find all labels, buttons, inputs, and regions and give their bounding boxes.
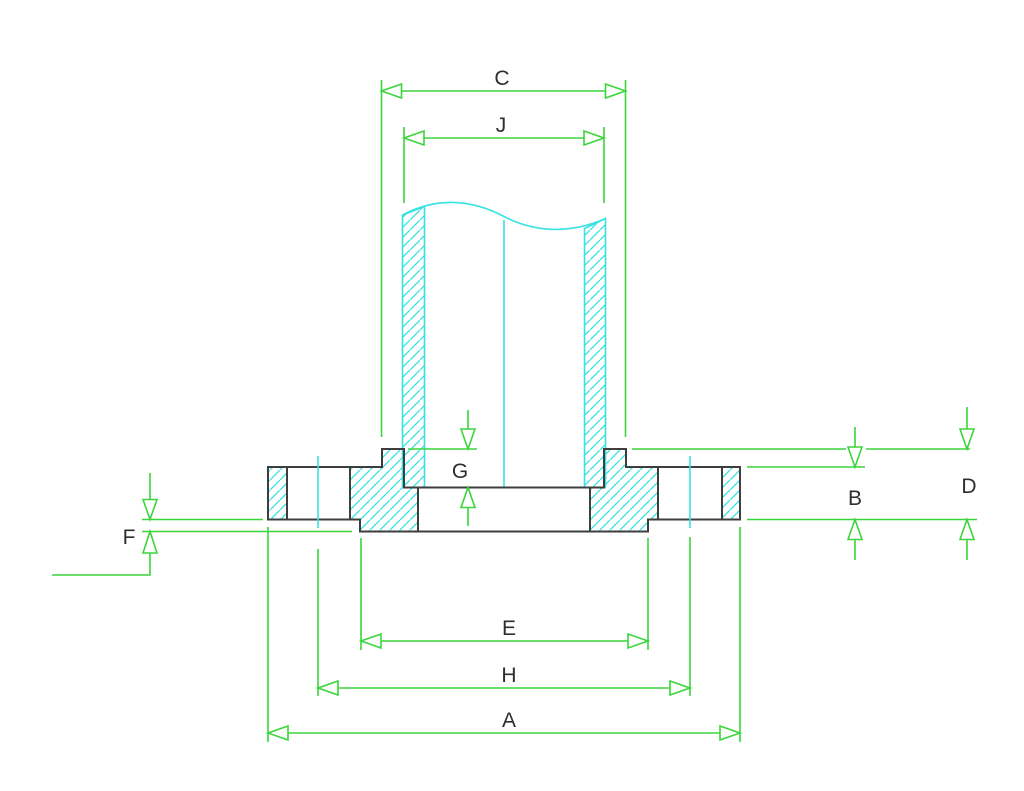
- dim-h-arrow-left: [315, 679, 339, 697]
- dimension-H: H: [315, 537, 693, 697]
- hub-step-left: [381, 448, 405, 468]
- centerlines: [317, 456, 691, 528]
- dimension-E: E: [358, 538, 651, 650]
- dim-c-arrow-left: [379, 82, 403, 100]
- dim-j-arrow-left: [401, 129, 425, 147]
- pipe-wall-right-hatch: [583, 217, 607, 489]
- dim-g-arrow-down: [459, 428, 477, 452]
- dim-a-label: A: [502, 709, 516, 732]
- dim-g-label: G: [452, 460, 468, 483]
- dim-g-arrow-up: [459, 485, 477, 509]
- dim-d-label: D: [961, 475, 976, 498]
- dim-h-label: H: [501, 664, 516, 687]
- dimension-F: F: [52, 473, 352, 576]
- flange-hatch-left-ring: [268, 467, 287, 520]
- dimension-D: D: [632, 407, 977, 560]
- dim-e-arrow-left: [358, 632, 382, 650]
- dimension-C: C: [379, 67, 628, 437]
- pipe-break-line: [402, 201, 606, 231]
- dim-c-arrow-right: [604, 82, 628, 100]
- pipe-wall-left-hatch: [401, 205, 426, 489]
- dim-a-arrow-right: [719, 724, 743, 742]
- dimensions: C J G B: [52, 67, 977, 742]
- bolt-hole-left-walls: [286, 466, 351, 521]
- bolt-hole-right-walls: [657, 466, 723, 521]
- dim-b-arrow-up: [846, 517, 864, 541]
- flange-bottom-left: [267, 518, 361, 533]
- dim-a-arrow-left: [265, 724, 289, 742]
- dim-h-arrow-right: [669, 679, 693, 697]
- dim-f-leader: [52, 553, 151, 576]
- dim-e-label: E: [502, 617, 516, 640]
- hub-step-right: [603, 448, 627, 468]
- pipe-section: [401, 201, 607, 489]
- flange-bottom-right: [647, 518, 741, 533]
- dimension-J: J: [401, 114, 607, 203]
- dim-f-arrow-up: [141, 528, 159, 554]
- dimension-B: B: [747, 427, 977, 560]
- dim-e-arrow-right: [627, 632, 651, 650]
- dim-c-label: C: [494, 67, 509, 90]
- dim-d-arrow-down: [958, 428, 976, 452]
- dim-f-arrow-down: [141, 498, 159, 522]
- dim-j-label: J: [496, 114, 507, 137]
- dimension-A: A: [265, 527, 743, 742]
- dimension-G: G: [408, 410, 477, 526]
- flange-hatch-left-body: [350, 449, 418, 532]
- flange-hatch-right-body: [590, 449, 658, 532]
- dim-b-arrow-down: [846, 446, 864, 470]
- flange-hatch-right-ring: [722, 467, 740, 520]
- dim-f-label: F: [123, 526, 136, 549]
- dim-b-label: B: [848, 487, 862, 510]
- dim-j-arrow-right: [583, 129, 607, 147]
- flange-section-hatch: [268, 449, 740, 532]
- dim-d-arrow-up: [958, 517, 976, 541]
- flange-outline: [267, 448, 741, 533]
